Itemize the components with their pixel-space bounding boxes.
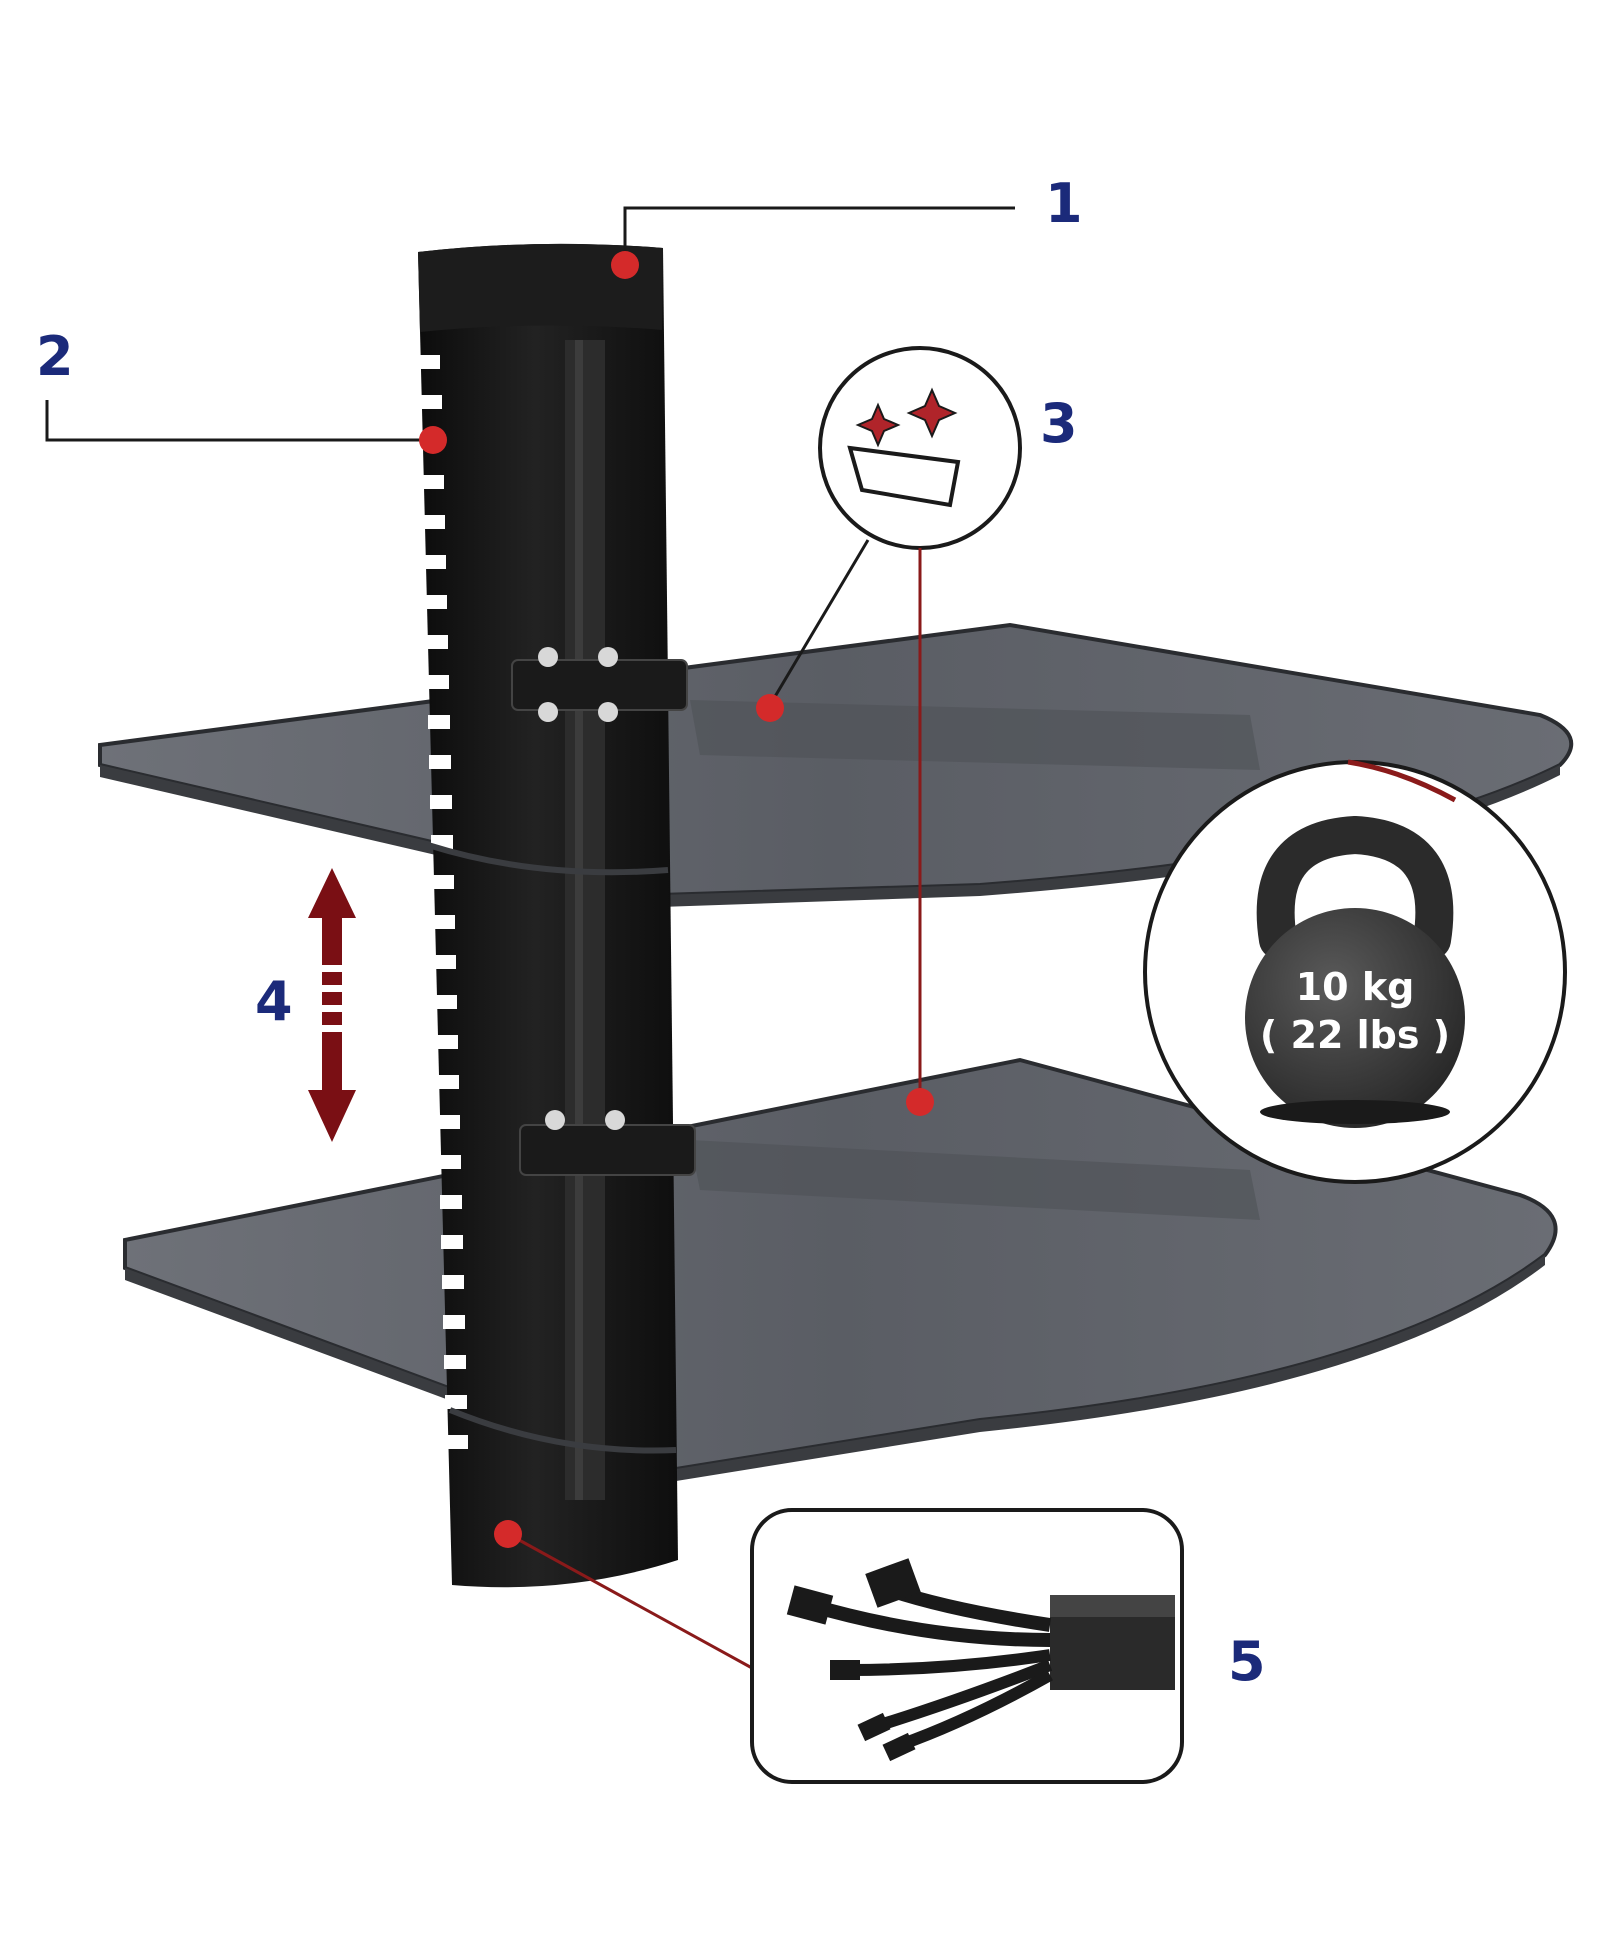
lower-bracket [519, 1110, 696, 1176]
callout-1: 1 [611, 172, 1083, 279]
callout-3: 3 [756, 346, 1078, 1116]
callout-5-number: 5 [1228, 1630, 1266, 1693]
callout-3-dot-lower [906, 1088, 934, 1116]
weight-lbs: ( 22 lbs ) [1260, 1013, 1450, 1057]
callout-4-number: 4 [255, 970, 293, 1033]
cable-cover-icon [786, 1558, 1175, 1762]
callout-1-dot [611, 251, 639, 279]
upper-bracket [511, 647, 688, 722]
weight-badge: 10 kg ( 22 lbs ) [1143, 759, 1567, 1184]
callout-3-number: 3 [1040, 392, 1078, 455]
callout-1-number: 1 [1045, 172, 1083, 235]
callout-2-number: 2 [36, 325, 74, 388]
weight-kg: 10 kg [1296, 965, 1415, 1009]
callout-5: 5 [494, 1508, 1266, 1784]
callout-5-dot [494, 1520, 522, 1548]
vertical-column [418, 243, 678, 1588]
callout-2: 2 [36, 325, 447, 454]
callout-3-dot-upper [756, 694, 784, 722]
callout-2-dot [419, 426, 447, 454]
callout-4: 4 [255, 868, 356, 1142]
sparkle-glass-icon [847, 387, 961, 508]
kettlebell-icon: 10 kg ( 22 lbs ) [1245, 815, 1465, 1128]
